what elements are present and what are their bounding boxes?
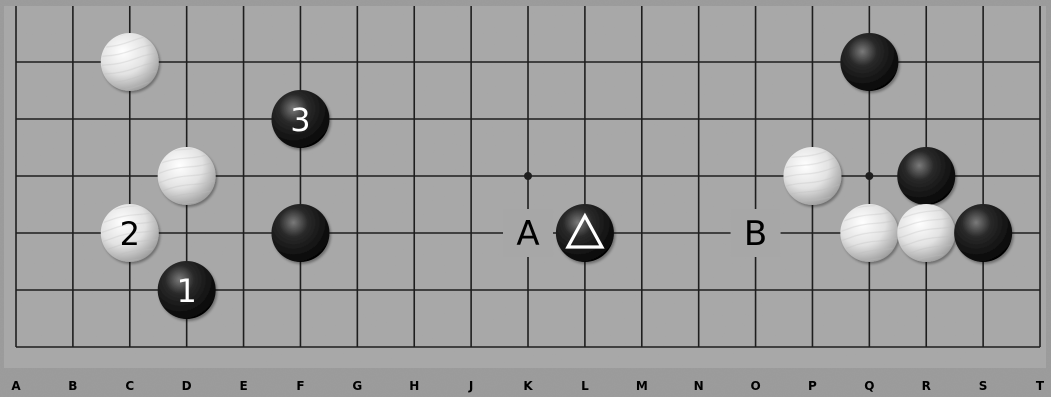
white-stone-D4 [158,147,216,205]
shell-texture [102,34,158,90]
column-label-t: T [1036,379,1045,393]
column-label-o: O [750,379,760,393]
column-label-k: K [523,379,533,393]
black-stone-F5: 3 [271,90,329,148]
column-label-a: A [11,379,21,393]
column-label-g: G [352,379,362,393]
column-label-c: C [125,379,134,393]
black-stone-disc [840,33,898,91]
column-label-q: Q [864,379,874,393]
column-label-s: S [979,379,988,393]
column-label-p: P [808,379,817,393]
black-stone-Q6 [840,33,898,91]
column-label-f: F [296,379,304,393]
white-stone-C6 [101,33,159,91]
black-stone-F3 [271,204,329,262]
white-stone-C3: 2 [101,204,159,262]
point-label-b: B [744,214,767,254]
column-label-e: E [239,379,247,393]
black-stone-disc [271,204,329,262]
black-stone-disc [954,204,1012,262]
move-number-label: 2 [120,215,140,253]
point-label-a: A [516,214,539,254]
column-label-l: L [581,379,589,393]
column-label-j: J [468,379,473,393]
column-label-n: N [694,379,704,393]
black-stone-disc [897,147,955,205]
column-label-m: M [636,379,648,393]
shell-texture [841,205,897,261]
column-label-r: R [922,379,931,393]
star-point-K4 [524,172,532,180]
white-stone-Q3 [840,204,898,262]
black-stone-D2: 1 [158,261,216,319]
column-label-b: B [68,379,77,393]
star-point-Q4 [865,172,873,180]
black-stone-L3 [556,204,614,262]
move-number-label: 3 [290,101,310,139]
black-stone-R4 [897,147,955,205]
column-label-h: H [409,379,419,393]
shell-texture [784,148,840,204]
shell-texture [159,148,215,204]
column-label-d: D [182,379,192,393]
move-number-label: 1 [176,272,196,310]
black-stone-S3 [954,204,1012,262]
white-stone-R3 [897,204,955,262]
shell-texture [898,205,954,261]
white-stone-P4 [783,147,841,205]
